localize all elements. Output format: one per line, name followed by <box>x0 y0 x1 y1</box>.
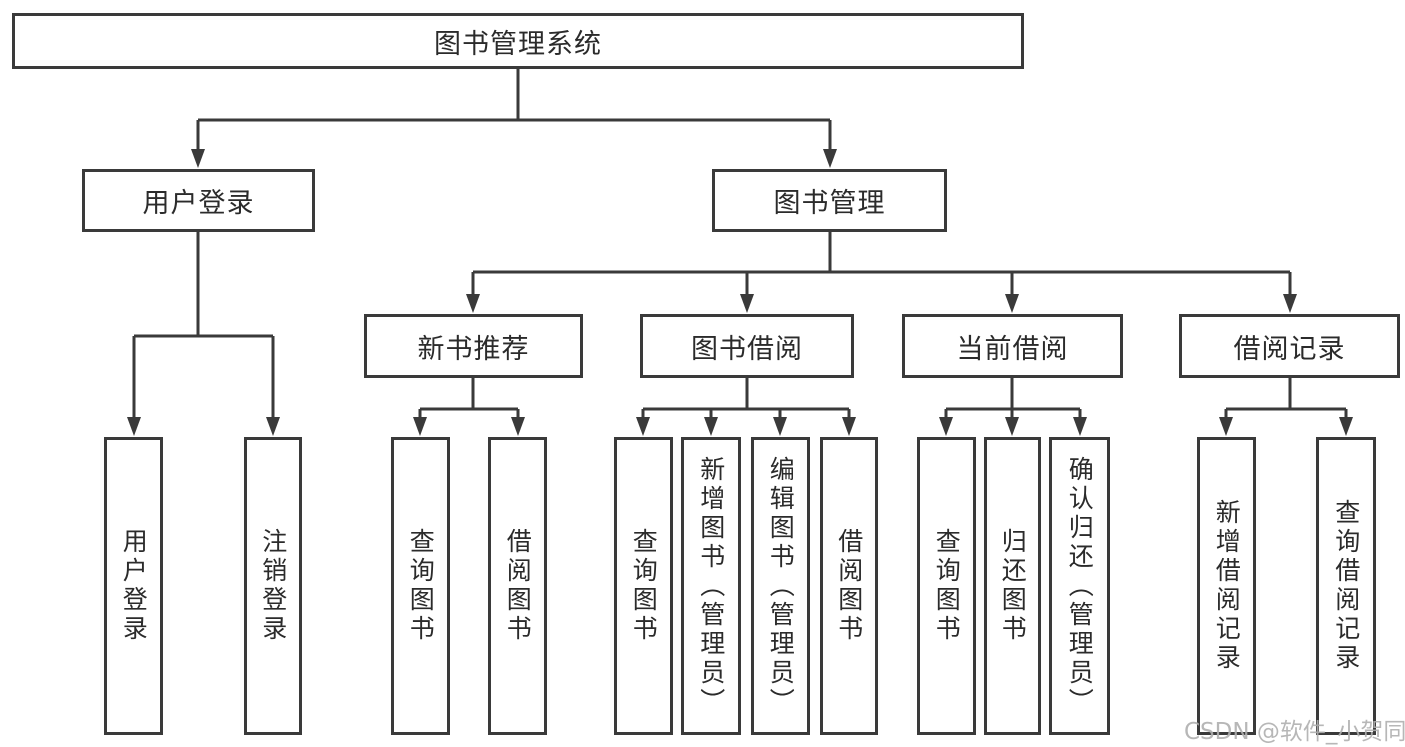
leaf-confirm-return-admin-label: 确认归还（管理员） <box>1065 455 1095 717</box>
leaf-edit-book-admin: 编辑图书（管理员） <box>751 437 810 735</box>
leaf-logout-label: 注销登录 <box>258 528 288 644</box>
leaf-user-login: 用户登录 <box>104 437 163 735</box>
leaf-add-book-admin-label: 新增图书（管理员） <box>696 455 726 717</box>
leaf-query-borrow-record: 查询借阅记录 <box>1316 437 1376 735</box>
arrowheads <box>127 149 1353 436</box>
leaf-borrow-query-label: 查询图书 <box>629 528 659 644</box>
leaf-add-book-admin: 新增图书（管理员） <box>681 437 741 735</box>
node-current-borrow: 当前借阅 <box>902 314 1123 378</box>
node-book-borrow: 图书借阅 <box>640 314 854 378</box>
leaf-newbook-borrow: 借阅图书 <box>488 437 547 735</box>
leaf-newbook-query-label: 查询图书 <box>406 528 436 644</box>
leaf-add-borrow-record: 新增借阅记录 <box>1197 437 1256 735</box>
node-book-management: 图书管理 <box>712 169 947 232</box>
leaf-return-book: 归还图书 <box>984 437 1041 735</box>
node-user-login: 用户登录 <box>82 169 315 232</box>
leaf-borrow-book: 借阅图书 <box>820 437 878 735</box>
leaf-current-query-label: 查询图书 <box>932 528 962 644</box>
leaf-user-login-label: 用户登录 <box>119 528 149 644</box>
node-new-book-recommend: 新书推荐 <box>364 314 583 378</box>
connector-paths <box>132 69 1348 421</box>
node-borrow-record: 借阅记录 <box>1179 314 1400 378</box>
csdn-watermark: CSDN @软件_小贺同学 <box>1184 719 1405 745</box>
leaf-borrow-query: 查询图书 <box>614 437 673 735</box>
leaf-logout: 注销登录 <box>244 437 302 735</box>
leaf-edit-book-admin-label: 编辑图书（管理员） <box>766 455 796 717</box>
leaf-confirm-return-admin: 确认归还（管理员） <box>1049 437 1110 735</box>
leaf-add-borrow-record-label: 新增借阅记录 <box>1212 499 1242 673</box>
leaf-newbook-borrow-label: 借阅图书 <box>503 528 533 644</box>
leaf-newbook-query: 查询图书 <box>391 437 450 735</box>
leaf-current-query: 查询图书 <box>917 437 976 735</box>
leaf-return-book-label: 归还图书 <box>998 528 1028 644</box>
node-library-system-root: 图书管理系统 <box>12 13 1024 69</box>
leaf-query-borrow-record-label: 查询借阅记录 <box>1331 499 1361 673</box>
leaf-borrow-book-label: 借阅图书 <box>834 528 864 644</box>
